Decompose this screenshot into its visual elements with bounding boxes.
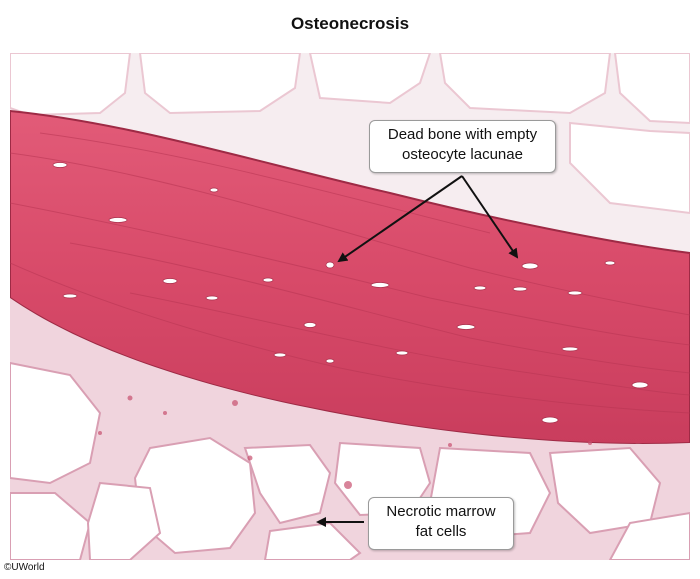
dead-bone-callout-line2: osteocyte lacunae <box>402 146 523 163</box>
empty-lacunae <box>52 162 649 424</box>
necrotic-marrow-callout: Necrotic marrow fat cells <box>368 497 514 550</box>
necrotic-marrow-callout-line2: fat cells <box>415 523 467 540</box>
upper-fat-cells <box>10 53 690 215</box>
bone-lamellae <box>10 132 690 414</box>
copyright-notice: ©UWorld <box>4 562 45 573</box>
arrow-to-lacuna-right <box>461 175 519 259</box>
dead-bone-callout-line1: Dead bone with empty <box>387 126 538 143</box>
histology-image <box>10 53 690 560</box>
lower-fat-cells <box>10 361 690 560</box>
figure-title: Osteonecrosis <box>290 14 410 33</box>
necrotic-marrow-callout-line1: Necrotic marrow <box>386 503 496 520</box>
stromal-cells <box>98 395 592 489</box>
dead-bone-callout: Dead bone with empty osteocyte lacunae <box>369 120 556 173</box>
arrow-to-lacuna-left <box>337 175 463 263</box>
